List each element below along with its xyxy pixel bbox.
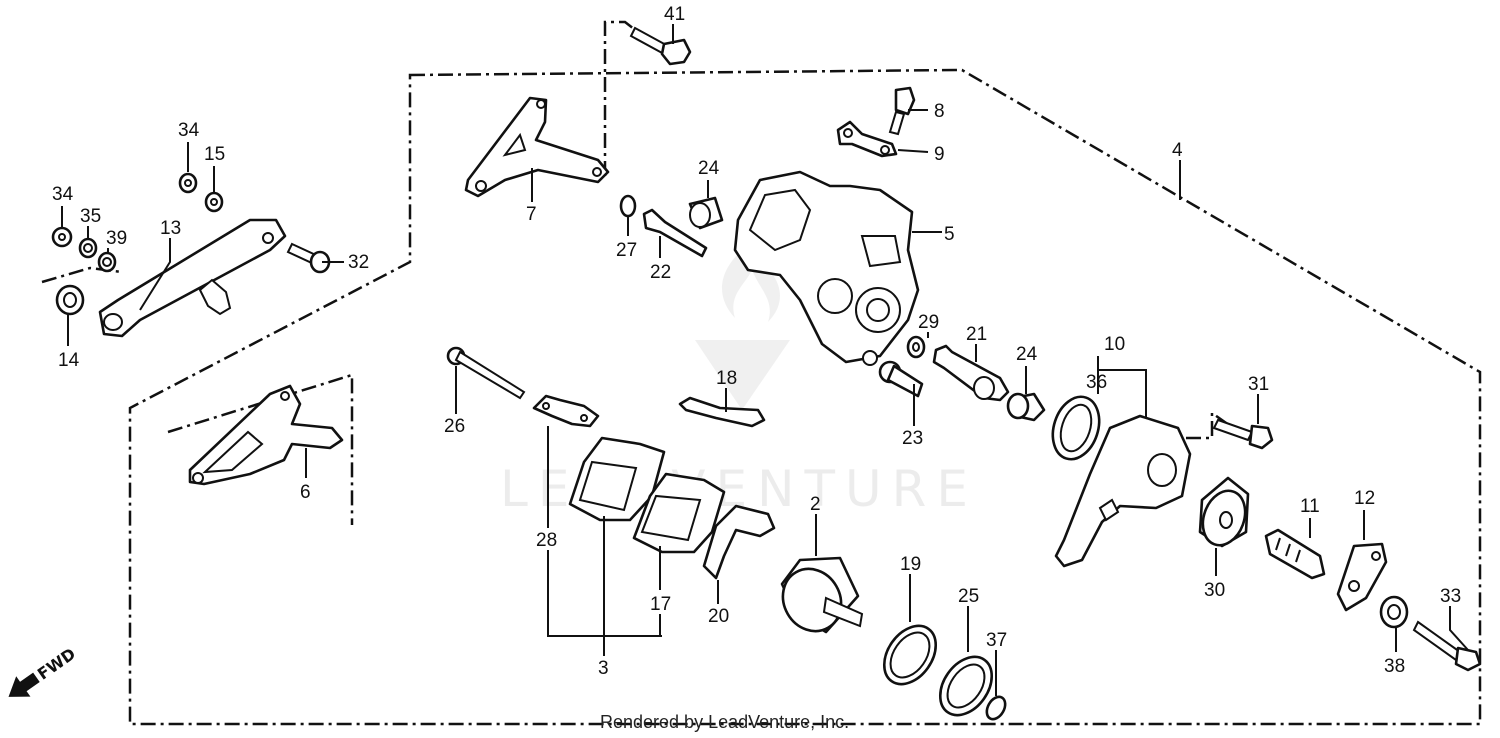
callout-13: 13 [160,218,181,239]
part-25-dust-seal [938,655,994,717]
part-7-caliper-bracket [464,96,610,198]
part-34-nut-upper [178,172,198,194]
watermark-v-logo [695,340,790,410]
callout-22: 22 [650,262,671,283]
part-30-cam [1198,476,1250,548]
callout-39: 39 [106,228,127,249]
callout-27: 27 [616,240,637,261]
part-38-nut [1379,595,1409,629]
part-28-pad-retainer [532,394,600,428]
part-17-brake-pad-inner [632,472,726,554]
callout-37: 37 [986,630,1007,651]
part-3-brake-pad-outer [568,436,666,522]
part-22-slide-pin [642,208,708,258]
part-41-bolt [629,26,692,66]
callout-8: 8 [934,101,945,122]
part-35-washer [78,237,98,259]
part-8-bleeder-valve [888,86,916,136]
callout-29: 29 [918,312,939,333]
part-6-mounting-bracket [188,384,344,486]
part-19-piston-seal [882,624,938,686]
part-36-o-ring [1051,395,1101,461]
part-5-caliper-body [733,170,920,366]
part-12-adjuster-plate [1336,542,1388,612]
callout-3: 3 [598,658,609,679]
part-24-sleeve-right [1006,392,1046,422]
part-10-brake-lever [1054,414,1192,568]
part-32-bolt [286,242,331,274]
part-31-bolt [1212,418,1274,450]
callout-4: 4 [1172,140,1183,161]
fwd-label: FWD [34,644,79,684]
callout-21: 21 [966,324,987,345]
callout-24-lower: 24 [1016,344,1038,365]
callout-14: 14 [58,350,80,371]
part-34-nut-lower [51,226,73,248]
callout-35: 35 [80,206,101,227]
callout-24-upper: 24 [698,158,720,179]
callout-32: 32 [348,252,369,273]
callout-34-upper: 34 [178,120,200,141]
part-37-o-ring-small [985,695,1007,721]
part-27-washer [619,194,637,218]
part-11-adjuster-bolt [1264,528,1326,580]
part-33-bolt [1412,620,1482,672]
part-15-nut [204,191,224,213]
part-39-collar [97,251,117,273]
part-21-actuator-shaft [932,344,1010,402]
callout-20: 20 [708,606,729,627]
part-14-bushing [55,284,85,316]
callout-33: 33 [1440,586,1461,607]
part-13-torque-rod [98,218,287,338]
callout-10: 10 [1104,334,1125,355]
part-18-pad-spring [678,396,766,428]
callout-31: 31 [1248,374,1269,395]
leader-lines [61,24,1469,696]
callout-6: 6 [300,482,311,503]
callout-30: 30 [1204,580,1225,601]
callout-34-lower: 34 [52,184,74,205]
callout-17: 17 [650,594,671,615]
callout-38: 38 [1384,656,1405,677]
part-24-sleeve [688,196,724,230]
callout-15: 15 [204,144,225,165]
callout-7: 7 [526,204,537,225]
callout-36: 36 [1086,372,1107,393]
part-26-pin-bolt [446,346,526,400]
arrow-left-icon [8,672,40,697]
callout-labels: 41 8 9 4 5 7 24 27 22 34 15 34 35 39 13 … [52,4,1461,679]
callout-9: 9 [934,144,945,165]
callout-18: 18 [716,368,737,389]
part-29-seal [906,335,926,359]
callout-28: 28 [536,530,557,551]
callout-2: 2 [810,494,821,515]
forward-direction-indicator: FWD [8,644,79,697]
part-9-bleeder-cap [836,120,898,158]
render-credit: Rendered by LeadVenture, Inc. [600,712,849,732]
part-23-slide-pin [878,360,924,398]
callout-25: 25 [958,586,979,607]
callout-23: 23 [902,428,923,449]
part-2-piston [780,556,864,634]
callout-19: 19 [900,554,921,575]
callout-41: 41 [664,4,685,25]
callout-5: 5 [944,224,955,245]
part-20-pad-shim [702,504,776,580]
callout-26: 26 [444,416,465,437]
callout-11: 11 [1300,496,1320,517]
callout-12: 12 [1354,488,1375,509]
